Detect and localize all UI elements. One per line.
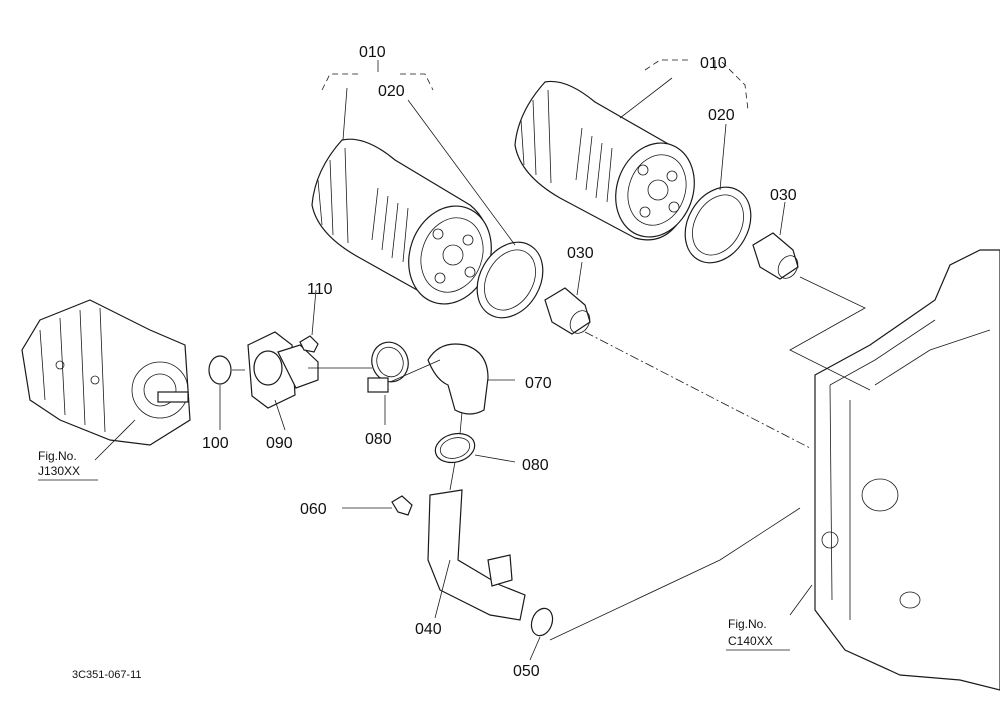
filter-gasket-left (476, 241, 544, 319)
reference-j130-line2: J130XX (38, 464, 80, 478)
filter-gasket-right (684, 186, 752, 264)
pipe-bracket (487, 554, 513, 587)
hose-elbow-070 (427, 343, 489, 415)
bolt-060 (391, 495, 413, 516)
label-020: 020 (708, 107, 735, 124)
label-040: 040 (415, 621, 442, 638)
label-070: 070 (525, 375, 552, 392)
o-ring-050 (530, 607, 554, 637)
hose-clamp-080-lower (434, 432, 476, 464)
o-ring-100 (208, 355, 232, 385)
label-030: 030 (770, 187, 797, 204)
transmission-case (814, 249, 1000, 691)
oil-filter-left (311, 138, 492, 305)
label-110: 110 (307, 281, 333, 298)
pump-flange-090 (247, 331, 319, 409)
label-020: 020 (378, 83, 405, 100)
reference-j130-line1: Fig.No. (38, 449, 77, 463)
label-080: 080 (522, 457, 549, 474)
label-050: 050 (513, 663, 540, 680)
reference-c140-line2: C140XX (728, 634, 773, 648)
reference-c140-line1: Fig.No. (728, 617, 767, 631)
label-010: 010 (700, 55, 727, 72)
drawing-code: 3C351-067-11 (72, 669, 142, 681)
filter-fitting-right (752, 232, 799, 280)
bolt-110 (299, 335, 319, 353)
label-010: 010 (359, 44, 386, 61)
oil-filter-right (514, 80, 695, 241)
hose-clamp-080-upper (367, 341, 409, 393)
label-030: 030 (567, 245, 594, 262)
suction-pipe-040 (427, 489, 526, 621)
label-080: 080 (365, 431, 392, 448)
hydraulic-pump (21, 299, 191, 446)
filter-fitting-left (544, 287, 591, 335)
label-060: 060 (300, 501, 327, 518)
label-090: 090 (266, 435, 293, 452)
label-100: 100 (202, 435, 229, 452)
